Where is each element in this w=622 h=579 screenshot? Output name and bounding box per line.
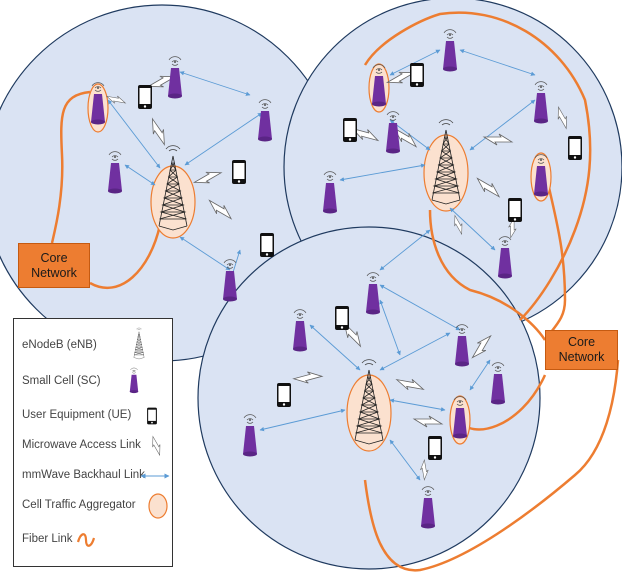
enodeb-tower-icon [133, 327, 145, 360]
legend-item-user-equipment: User Equipment (UE) [14, 401, 174, 431]
legend-label: Small Cell (SC) [22, 375, 101, 387]
legend-item-fiber: Fiber Link [14, 525, 174, 555]
core-network-box-right: Core Network [545, 330, 618, 370]
legend-item-mmwave: mmWave Backhaul Link [14, 461, 174, 491]
core-network-label-line1: Core [40, 250, 68, 265]
fiber-links [50, 11, 620, 572]
legend-label: Fiber Link [22, 533, 73, 545]
lightning-bolt-icon [147, 435, 165, 457]
orange-ellipse-icon [148, 493, 168, 519]
core-network-label-line1: Core [567, 335, 596, 349]
phone-icon [147, 407, 157, 425]
legend-label: Cell Traffic Aggregator [22, 499, 136, 511]
legend-box: eNodeB (eNB) Small Cell (SC) User Equipm… [13, 318, 173, 567]
legend-label: mmWave Backhaul Link [22, 469, 145, 481]
legend-item-aggregator: Cell Traffic Aggregator [14, 491, 174, 521]
legend-label: eNodeB (eNB) [22, 339, 97, 351]
core-network-box-left: Core Network [18, 243, 90, 288]
orange-wave-icon [76, 533, 96, 547]
legend-label: User Equipment (UE) [22, 409, 132, 421]
legend-item-microwave: Microwave Access Link [14, 431, 174, 461]
legend-label: Microwave Access Link [22, 439, 141, 451]
core-network-label-line2: Network [31, 265, 77, 280]
legend-item-small-cell: Small Cell (SC) [14, 367, 174, 397]
legend-item-enodeb: eNodeB (eNB) [14, 327, 174, 361]
small-cell-icon [129, 367, 139, 394]
double-arrow-icon [140, 473, 170, 479]
core-network-label-line2: Network [558, 350, 605, 364]
